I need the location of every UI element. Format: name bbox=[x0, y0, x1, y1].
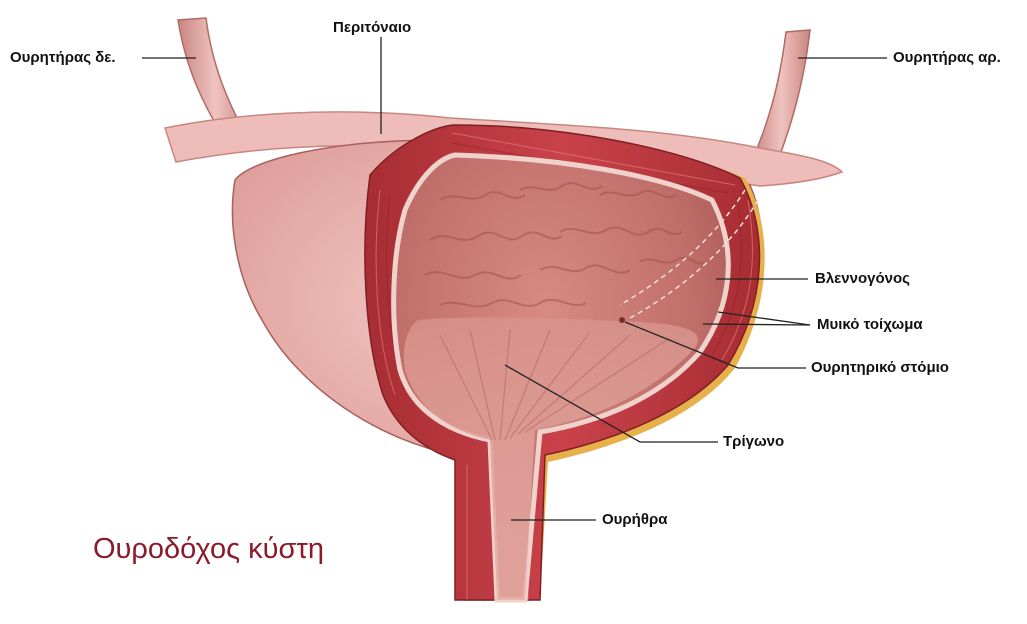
label-muscular-wall: Μυικό τοίχωμα bbox=[817, 316, 923, 334]
label-ureter-right: Ουρητήρας δε. bbox=[10, 49, 116, 67]
diagram-title: Ουροδόχος κύστη bbox=[93, 532, 324, 566]
label-peritoneum: Περιτόναιο bbox=[333, 19, 411, 37]
label-urethra: Ουρήθρα bbox=[602, 511, 667, 529]
label-ureter-left: Ουρητήρας αρ. bbox=[893, 49, 1001, 67]
label-mucosa: Βλεννογόνος bbox=[815, 270, 910, 288]
ureteral-orifice-dot bbox=[619, 317, 625, 323]
label-trigone: Τρίγωνο bbox=[723, 433, 784, 451]
label-ureteral-orifice: Ουρητηρικό στόμιο bbox=[811, 359, 949, 377]
ureter-left-tube bbox=[752, 30, 810, 165]
